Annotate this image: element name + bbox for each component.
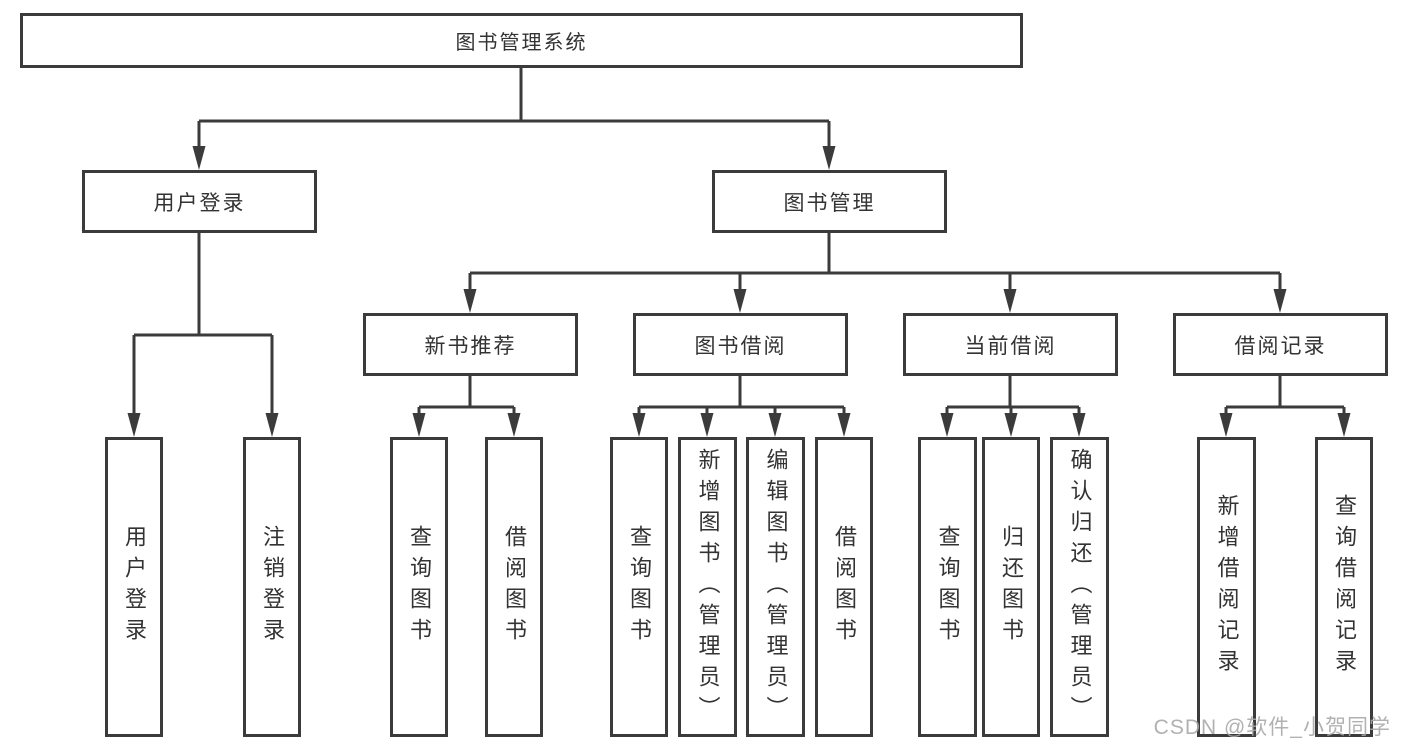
arrowhead	[768, 413, 782, 437]
leaf-return-books: 归还图书	[982, 437, 1040, 737]
arrowheads	[127, 146, 1351, 437]
leaf-query-books-borrow: 查询图书	[610, 437, 668, 737]
node-borrow-records: 借阅记录	[1173, 313, 1388, 376]
leaf-user-login-label: 用户登录	[122, 525, 147, 649]
leaf-query-borrow-record: 查询借阅记录	[1315, 437, 1373, 737]
arrowhead	[1219, 413, 1233, 437]
node-new-books-label: 新书推荐	[424, 334, 517, 358]
leaf-borrow-books-newbooks-label: 借阅图书	[502, 525, 527, 649]
arrowhead	[265, 413, 279, 437]
leaf-logout-label: 注销登录	[260, 525, 285, 649]
arrowhead	[733, 289, 747, 313]
node-user-login-label: 用户登录	[153, 191, 246, 215]
arrowhead	[1337, 413, 1351, 437]
node-book-borrow: 图书借阅	[633, 313, 848, 376]
leaf-query-books-current: 查询图书	[918, 437, 977, 737]
node-book-mgmt: 图书管理	[712, 170, 947, 233]
leaf-edit-books-admin: 编辑图书（管理员）	[746, 437, 805, 737]
leaf-query-books-current-label: 查询图书	[935, 525, 961, 649]
arrowhead	[1273, 289, 1287, 313]
connector-bookmgmt-to-level3	[468, 233, 1282, 295]
node-book-borrow-label: 图书借阅	[694, 334, 787, 358]
node-root-label: 图书管理系统	[455, 32, 588, 54]
node-new-books: 新书推荐	[363, 313, 578, 376]
arrowhead	[463, 289, 477, 313]
node-current-borrow-label: 当前借阅	[964, 334, 1057, 358]
arrowhead	[127, 413, 141, 437]
leaf-confirm-return-admin: 确认归还（管理员）	[1050, 437, 1109, 737]
connector-root-to-level2	[197, 68, 831, 152]
leaf-return-books-label: 归还图书	[999, 525, 1024, 649]
leaf-borrow-books-borrow: 借阅图书	[815, 437, 873, 737]
arrowhead	[940, 413, 954, 437]
arrowhead	[837, 413, 851, 437]
leaf-query-borrow-record-label: 查询借阅记录	[1332, 494, 1357, 680]
arrowhead	[1004, 413, 1018, 437]
leaf-add-books-admin-label: 新增图书（管理员）	[695, 447, 721, 727]
connector-bookborrow-to-leaves	[637, 376, 846, 419]
connector-records-to-leaves	[1224, 376, 1346, 419]
leaf-add-borrow-record-label: 新增借阅记录	[1214, 494, 1240, 680]
arrowhead	[192, 146, 206, 170]
node-root: 图书管理系统	[20, 13, 1023, 68]
leaf-add-books-admin: 新增图书（管理员）	[678, 437, 737, 737]
connector-currentborrow-to-leaves	[945, 376, 1081, 419]
leaf-query-books-borrow-label: 查询图书	[627, 525, 652, 649]
node-borrow-records-label: 借阅记录	[1234, 334, 1327, 358]
leaf-edit-books-admin-label: 编辑图书（管理员）	[763, 447, 789, 727]
leaf-user-login: 用户登录	[105, 437, 163, 737]
node-book-mgmt-label: 图书管理	[783, 191, 876, 215]
arrowhead	[412, 413, 426, 437]
leaf-query-books-newbooks-label: 查询图书	[407, 525, 432, 649]
arrowhead	[700, 413, 714, 437]
arrowhead	[1003, 289, 1017, 313]
leaf-query-books-newbooks: 查询图书	[390, 437, 448, 737]
arrowhead	[632, 413, 646, 437]
node-current-borrow: 当前借阅	[903, 313, 1118, 376]
leaf-borrow-books-borrow-label: 借阅图书	[832, 525, 857, 649]
leaf-borrow-books-newbooks: 借阅图书	[485, 437, 543, 737]
connector-newbooks-to-leaves	[417, 376, 516, 419]
node-user-login: 用户登录	[82, 170, 317, 233]
leaf-logout: 注销登录	[243, 437, 301, 737]
arrowhead	[507, 413, 521, 437]
leaf-confirm-return-admin-label: 确认归还（管理员）	[1067, 447, 1093, 727]
connector-userlogin-to-leaves	[132, 233, 274, 419]
leaf-add-borrow-record: 新增借阅记录	[1197, 437, 1256, 737]
arrowhead	[1072, 413, 1086, 437]
arrowhead	[822, 146, 836, 170]
